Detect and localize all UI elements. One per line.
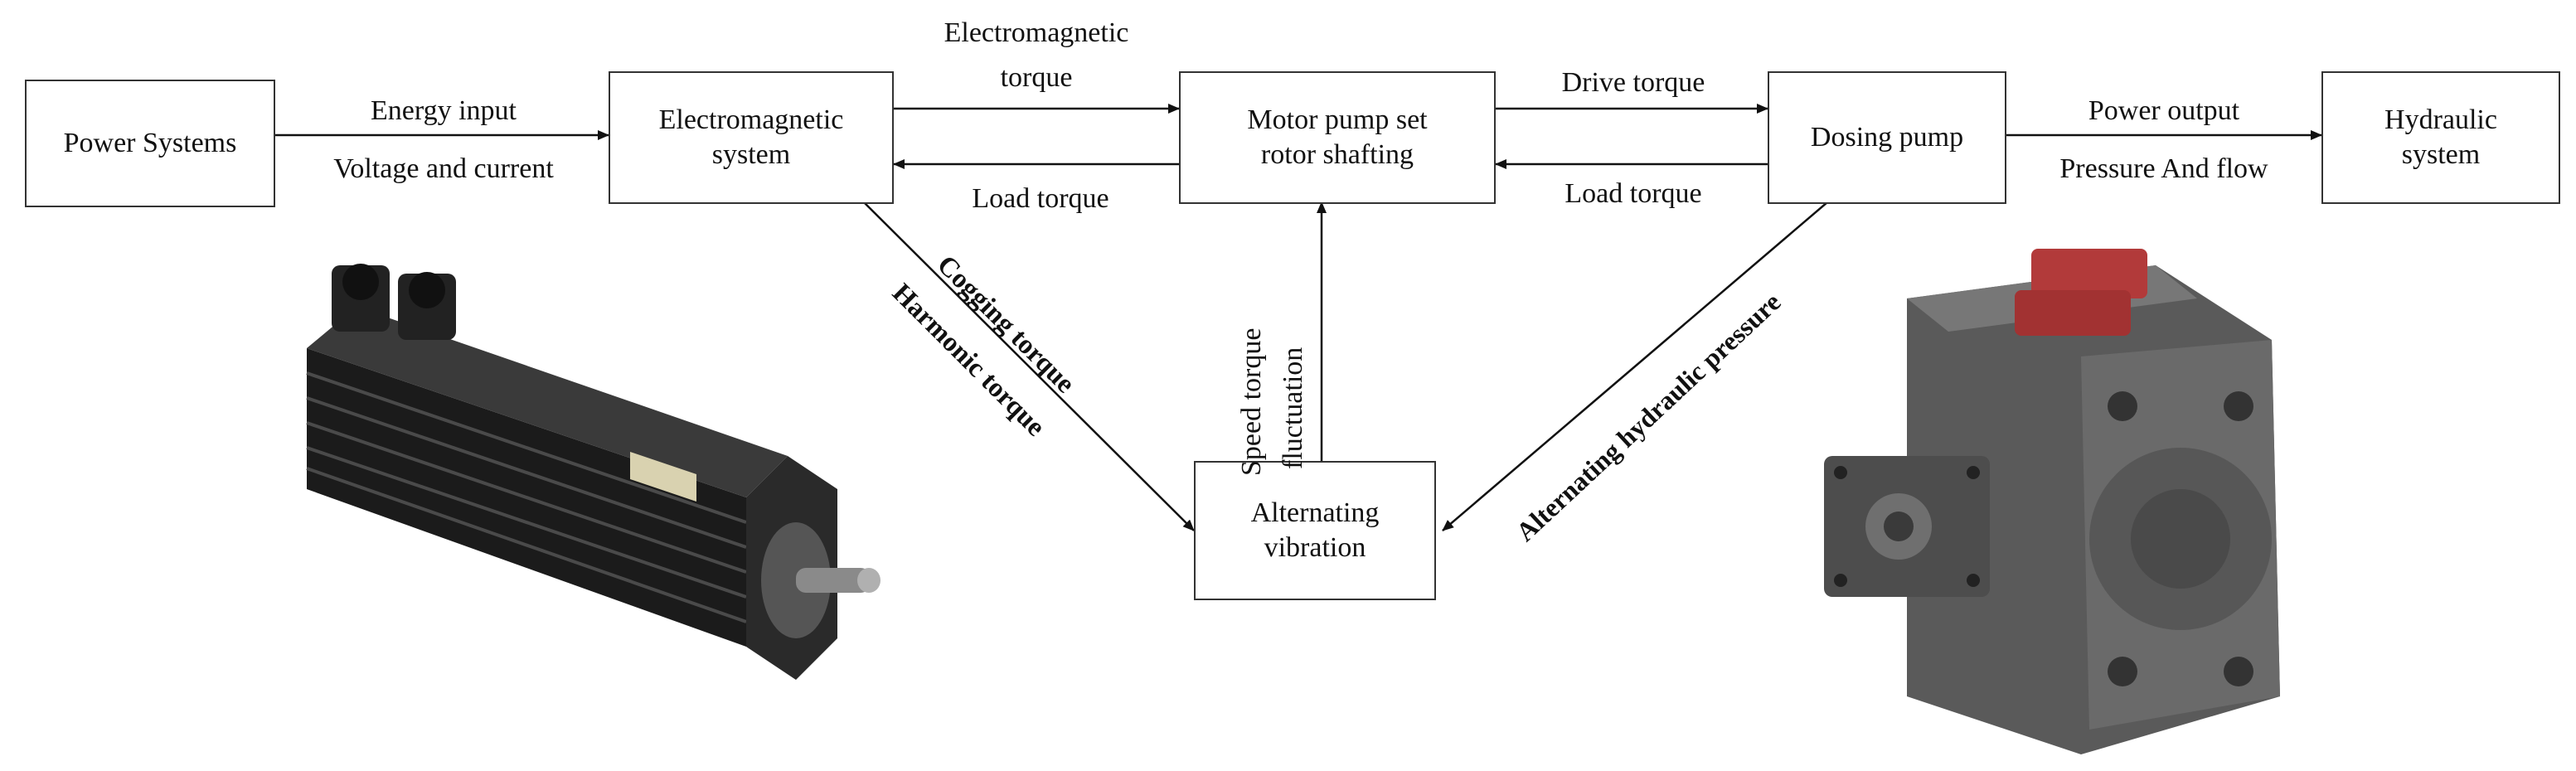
dosing-pump-label: Dosing pump (1810, 122, 1964, 153)
electromagnetic-torque-label-line1: Electromagnetic (944, 17, 1129, 48)
alternating-vibration-label-line1: Alternating (1250, 497, 1380, 528)
arrow-dosing-to-vibration (1442, 201, 1828, 531)
motor-pump-rotor-label-line2: rotor shafting (1260, 139, 1414, 170)
energy-input-label: Energy input (371, 95, 517, 126)
arrow-electromagnetic-to-vibration (863, 201, 1195, 531)
electromagnetic-system-label-line2: system (711, 139, 791, 170)
electromagnetic-system-label-line1: Electromagnetic (658, 104, 844, 135)
dosing-pump-box: Dosing pump (1768, 71, 2006, 204)
hydraulic-system-label-line1: Hydraulic (2384, 104, 2497, 135)
motor-pump-rotor-label-line1: Motor pump set (1247, 104, 1428, 135)
power-systems-label: Power Systems (63, 128, 237, 158)
electromagnetic-torque-label-line2: torque (1000, 62, 1073, 93)
electromagnetic-system-box: Electromagnetic system (609, 71, 894, 204)
alternating-vibration-box: Alternating vibration (1194, 461, 1436, 600)
voltage-current-label: Voltage and current (333, 153, 554, 184)
motor-pump-rotor-box: Motor pump set rotor shafting (1179, 71, 1496, 204)
load-torque-left-label: Load torque (972, 183, 1109, 214)
hydraulic-system-label-line2: system (2401, 139, 2481, 170)
speed-torque-fluctuation-line1: Speed torque (1236, 327, 1267, 476)
alternating-vibration-label-line2: vibration (1264, 532, 1366, 563)
dosing-pump-image (1824, 249, 2280, 754)
speed-torque-fluctuation-line2: fluctuation (1278, 347, 1308, 469)
power-systems-box: Power Systems (25, 80, 275, 207)
hydraulic-system-box: Hydraulic system (2321, 71, 2560, 204)
pressure-flow-label: Pressure And flow (2059, 153, 2268, 184)
load-torque-right-label: Load torque (1565, 178, 1702, 209)
power-output-label: Power output (2088, 95, 2240, 126)
drive-torque-label: Drive torque (1561, 67, 1705, 98)
servo-motor-image (306, 264, 880, 680)
